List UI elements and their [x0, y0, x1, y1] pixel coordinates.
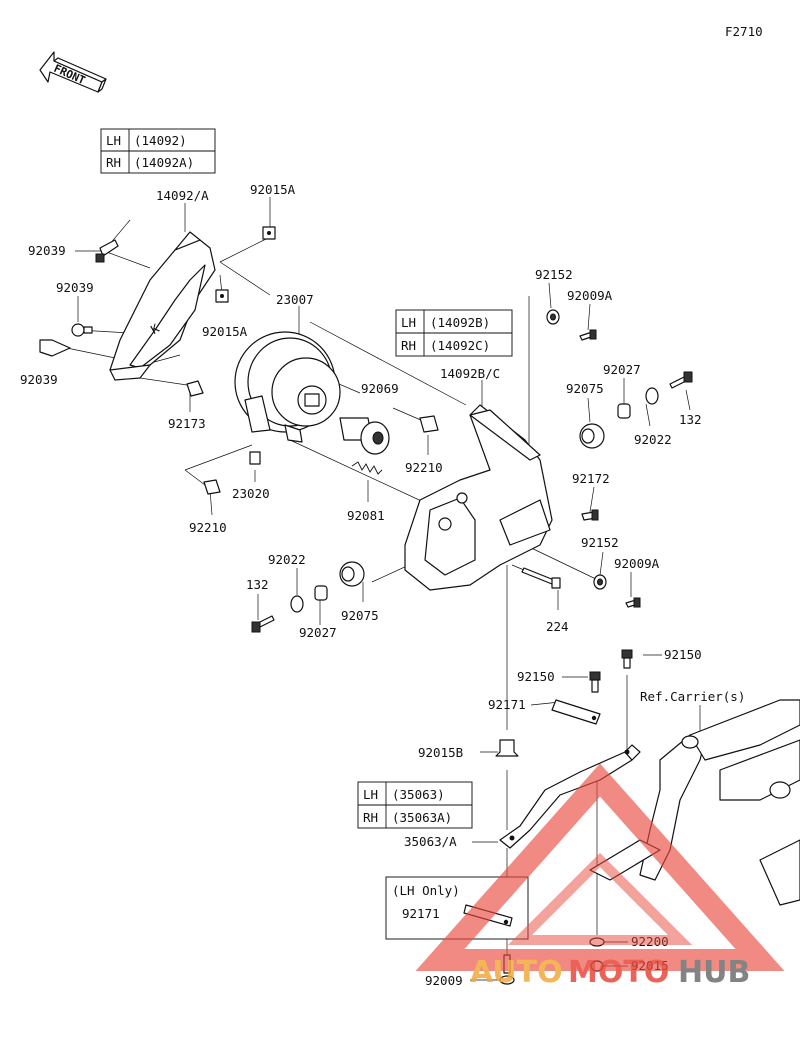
screw-92009a-a — [579, 329, 597, 341]
label-23007: 23007 — [276, 292, 314, 307]
label-92039-b: 92039 — [56, 280, 94, 295]
watermark-moto: MOTO — [568, 955, 669, 990]
table-bracket-r2c2: (35063A) — [392, 810, 452, 825]
label-23020: 23020 — [232, 486, 270, 501]
spacer-23020 — [249, 451, 261, 465]
label-92027-a: 92027 — [603, 362, 641, 377]
label-132-a: 132 — [679, 412, 702, 427]
screw-92009a-b — [625, 597, 641, 608]
label-92152-b: 92152 — [581, 535, 619, 550]
table-headlight-r2c1: RH — [106, 155, 121, 170]
label-92172: 92172 — [572, 471, 610, 486]
label-132-b: 132 — [246, 577, 269, 592]
watermark-logo: AUTO MOTO HUB — [415, 763, 785, 990]
label-92075-b: 92075 — [341, 608, 379, 623]
label-92171: 92171 — [488, 697, 526, 712]
collar-92027-b — [314, 585, 328, 601]
label-92015a-mid: 92015A — [202, 324, 248, 339]
table-cover-r2c2: (14092C) — [430, 338, 490, 353]
label-14092a: 14092/A — [156, 188, 209, 203]
label-14092bc: 14092B/C — [440, 366, 500, 381]
collar-92015b — [495, 739, 519, 757]
table-headlight-r1c2: (14092) — [134, 133, 187, 148]
clip-92015a-top — [262, 226, 276, 240]
bolt-224 — [521, 567, 561, 589]
table-headlight: LH (14092) RH (14092A) — [100, 128, 216, 174]
headlight-shell-left: K — [109, 231, 216, 381]
label-92210-a: 92210 — [405, 460, 443, 475]
label-92150-a: 92150 — [664, 647, 702, 662]
label-92022-b: 92022 — [268, 552, 306, 567]
clip-92210-a — [419, 415, 439, 433]
label-92009a-a: 92009A — [567, 288, 613, 303]
strap-92171 — [551, 699, 601, 725]
bolt-92150-b — [621, 649, 633, 669]
label-92009: 92009 — [425, 973, 463, 988]
label-35063a: 35063/A — [404, 834, 457, 849]
front-arrow-icon: FRONT — [39, 51, 107, 93]
washer-92022-b — [290, 595, 304, 613]
label-92039-a: 92039 — [28, 243, 66, 258]
table-bracket-r2c1: RH — [363, 810, 378, 825]
label-92081: 92081 — [347, 508, 385, 523]
label-92022-a: 92022 — [634, 432, 672, 447]
table-cover-r1c1: LH — [401, 315, 416, 330]
label-92075-a: 92075 — [566, 381, 604, 396]
table-headlight-r2c2: (14092A) — [134, 155, 194, 170]
watermark-hub: HUB — [678, 955, 750, 990]
watermark-auto: AUTO — [470, 955, 563, 990]
table-headlight-r1c1: LH — [106, 133, 121, 148]
figure-code: F2710 — [725, 24, 763, 39]
label-92009a-b: 92009A — [614, 556, 660, 571]
bolt-132-b — [251, 615, 275, 633]
table-cover-r1c2: (14092B) — [430, 315, 490, 330]
label-92173: 92173 — [168, 416, 206, 431]
label-92015a-top: 92015A — [250, 182, 296, 197]
rivet-92039-a — [95, 239, 119, 263]
rivet-92039-b — [71, 323, 93, 337]
label-92150-b: 92150 — [517, 669, 555, 684]
screw-92172 — [581, 509, 599, 521]
rivet-92039-c — [39, 339, 71, 357]
bolt-92150-a — [589, 671, 601, 693]
washer-92022-a — [645, 387, 659, 405]
label-224: 224 — [546, 619, 569, 634]
grommet-92075-a — [579, 423, 605, 449]
spring-92081 — [351, 461, 383, 475]
label-92015b: 92015B — [418, 745, 463, 760]
label-92027-b: 92027 — [299, 625, 337, 640]
bulb-socket — [339, 417, 390, 455]
lh-only-part: 92171 — [402, 906, 440, 921]
label-92152-a: 92152 — [535, 267, 573, 282]
lh-only-title: (LH Only) — [392, 883, 460, 898]
bolt-132-a — [669, 371, 693, 389]
table-cover-r2c1: RH — [401, 338, 416, 353]
clip-92015a-mid — [215, 289, 229, 303]
collar-92027-a — [617, 403, 631, 419]
nut-92152-a — [546, 309, 560, 325]
table-bracket: LH (35063) RH (35063A) — [357, 781, 473, 829]
headlight-cover — [404, 404, 553, 591]
grommet-92075-b — [339, 561, 365, 587]
label-92069: 92069 — [361, 381, 399, 396]
table-bracket-r1c2: (35063) — [392, 787, 445, 802]
nut-92152-b — [593, 574, 607, 590]
label-92039-c: 92039 — [20, 372, 58, 387]
headlight-unit — [234, 331, 341, 443]
table-cover: LH (14092B) RH (14092C) — [395, 309, 513, 357]
table-bracket-r1c1: LH — [363, 787, 378, 802]
clip-92173 — [186, 380, 204, 397]
label-ref-carrier: Ref.Carrier(s) — [640, 689, 745, 704]
clip-92210-b — [203, 479, 221, 495]
label-92210-b: 92210 — [189, 520, 227, 535]
